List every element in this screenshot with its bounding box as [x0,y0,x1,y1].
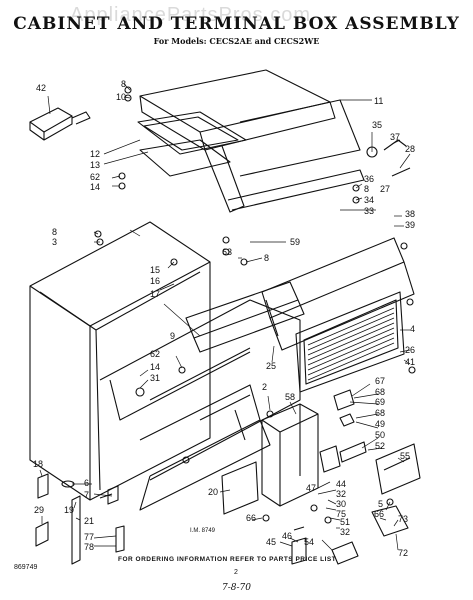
handwritten-date: 7-8-70 [222,583,251,593]
part-9-trim-panel [185,281,305,353]
callout-72: 72 [398,548,409,558]
callout-17: 17 [150,289,161,299]
callout-11: 11 [374,96,384,106]
diagram-title: CABINET AND TERMINAL BOX ASSEMBLY [13,14,460,34]
callout-33: 33 [364,206,375,216]
callout-66b: 66 [246,513,257,523]
callout-15: 15 [150,265,161,275]
part-38-panel [261,237,415,351]
callout-32: 32 [336,489,347,499]
callout-20: 20 [208,487,219,497]
callout-55: 55 [400,451,411,461]
callout-36: 36 [364,174,375,184]
diagram-subtitle: For Models: CECS2AE and CECS2WE [153,36,320,46]
callout-8b: 8 [364,184,370,194]
callout-73: 73 [398,514,409,524]
callout-19: 19 [64,505,75,515]
callout-54: 54 [304,537,315,547]
callout-37: 37 [390,132,401,142]
callout-78: 78 [84,542,95,552]
part-20-cover [221,461,259,515]
callout-30: 30 [336,499,347,509]
callout-8d: 8 [264,253,270,263]
callout-46: 46 [282,531,293,541]
callout-16: 16 [150,276,161,286]
callout-21: 21 [84,516,95,526]
callout-63: 63 [222,247,233,257]
callout-32b: 32 [340,527,351,537]
callout-35: 35 [372,120,383,130]
callout-31: 31 [150,373,161,383]
part-leveling-feet [35,473,125,565]
callout-13: 13 [90,160,101,170]
callout-14: 14 [90,182,101,192]
callout-62: 62 [90,172,101,182]
callout-26: 26 [405,345,416,355]
cabinet-body [29,221,301,511]
callout-4: 4 [410,324,416,334]
callout-5: 5 [378,499,384,509]
callout-42: 42 [36,83,47,93]
callout-9: 9 [170,331,176,341]
page-number: 2 [234,569,238,576]
part-11-top-lid [139,69,336,151]
callout-39: 39 [405,220,416,230]
callout-52: 52 [375,441,386,451]
callout-29: 29 [34,505,45,515]
callout-2: 2 [262,382,268,392]
callout-51: 51 [340,517,351,527]
callout-7: 7 [84,490,90,500]
callout-45: 45 [266,537,277,547]
callout-77: 77 [84,532,95,542]
callout-34: 34 [364,195,375,205]
callout-67: 67 [375,376,386,386]
leader-lines [39,83,411,551]
part-side-channel [204,99,365,213]
callout-3: 3 [52,237,58,247]
callout-6: 6 [84,478,90,488]
callout-49: 49 [375,419,386,429]
part-12-frame [137,111,247,177]
callout-25: 25 [266,361,277,371]
callout-8c: 8 [52,227,58,237]
callout-68: 68 [375,387,386,397]
callout-75: 75 [336,509,347,519]
callout-58: 58 [285,392,296,402]
callout-28: 28 [405,144,416,154]
callout-44: 44 [336,479,347,489]
callout-27: 27 [380,184,391,194]
callout-50: 50 [375,430,386,440]
drawing-reference: I.M. 8749 [190,528,216,534]
callout-68b: 68 [375,408,386,418]
callout-59: 59 [290,237,301,247]
callout-18: 18 [33,459,44,469]
callout-41: 41 [405,357,416,367]
callout-12: 12 [90,149,101,159]
callout-47: 47 [306,483,317,493]
ordering-note: FOR ORDERING INFORMATION REFER TO PARTS … [118,556,337,563]
part-4-grille [295,291,405,393]
callout-8: 8 [121,79,127,89]
part-42-element [29,107,91,141]
callout-62b: 62 [150,349,161,359]
callout-38: 38 [405,209,416,219]
document-number: 869749 [14,564,38,571]
part-control-components [291,389,421,565]
callout-14b: 14 [150,362,161,372]
callout-69: 69 [375,397,386,407]
callout-10: 10 [116,92,127,102]
watermark: AppliancePartsPros.com [70,4,311,26]
callout-66: 66 [374,509,385,519]
